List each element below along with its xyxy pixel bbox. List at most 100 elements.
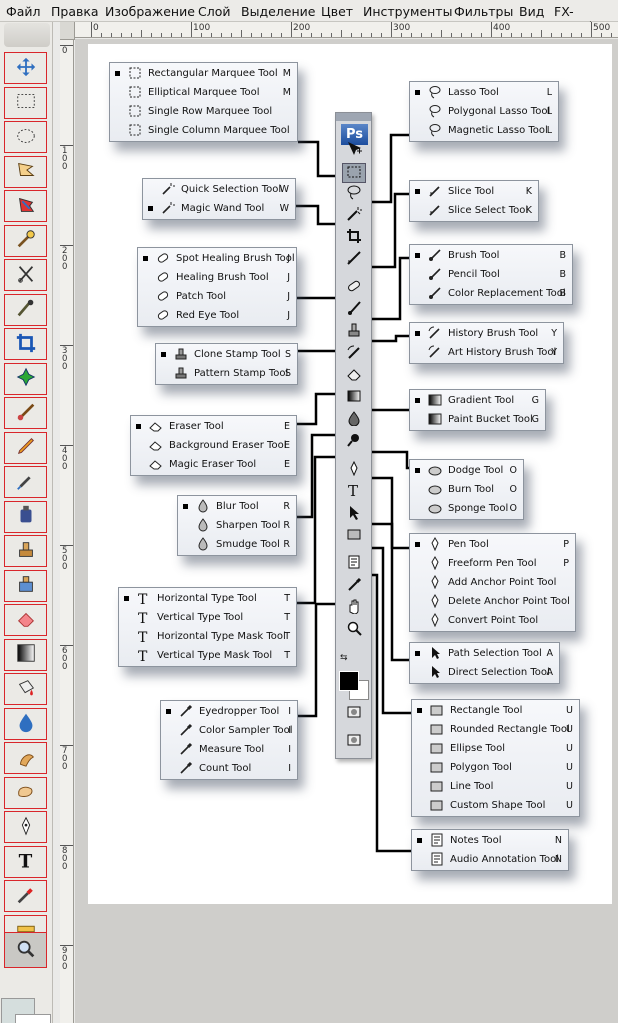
tool-menu-item[interactable]: Delete Anchor Point Tool bbox=[410, 592, 575, 611]
swap-colors-icon[interactable]: ⇆ bbox=[340, 653, 348, 663]
ps-tool-button[interactable] bbox=[342, 227, 366, 247]
ruler-corner[interactable] bbox=[60, 22, 75, 40]
ps-tool-button[interactable]: T bbox=[342, 481, 366, 501]
toolbox-button[interactable] bbox=[4, 121, 47, 153]
ps-tool-button[interactable] bbox=[342, 459, 366, 479]
toolbox-button[interactable] bbox=[4, 535, 47, 567]
toolbox-button[interactable] bbox=[4, 362, 47, 395]
menu-colors[interactable]: Цвет bbox=[321, 4, 354, 19]
ps-tool-button[interactable] bbox=[342, 249, 366, 269]
toolbox-button[interactable] bbox=[4, 293, 47, 326]
toolbox-button[interactable] bbox=[4, 466, 47, 498]
toolbox-button[interactable] bbox=[4, 932, 47, 968]
ps-tool-button[interactable] bbox=[342, 277, 366, 297]
ps-tool-button[interactable] bbox=[342, 365, 366, 385]
menu-select[interactable]: Выделение bbox=[241, 4, 316, 19]
color-swatches[interactable]: ⇆ bbox=[338, 653, 370, 703]
ps-tool-button[interactable] bbox=[342, 619, 366, 639]
menu-layer[interactable]: Слой bbox=[198, 4, 231, 19]
toolbox-button[interactable] bbox=[4, 500, 47, 533]
toolbox-button[interactable] bbox=[4, 569, 47, 602]
toolbox-button[interactable] bbox=[4, 742, 47, 774]
ps-tool-button[interactable] bbox=[342, 205, 366, 225]
tool-menu-item[interactable]: Add Anchor Point Tool bbox=[410, 573, 575, 592]
toolbox-button[interactable] bbox=[4, 52, 47, 84]
toolbox-button[interactable] bbox=[4, 638, 47, 671]
menu-image[interactable]: Изображение bbox=[105, 4, 195, 19]
ps-tool-button[interactable] bbox=[342, 431, 366, 451]
panel-header[interactable] bbox=[336, 113, 371, 121]
ps-tool-button[interactable] bbox=[342, 409, 366, 429]
tool-menu-item[interactable]: Single Row Marquee Tool bbox=[110, 102, 297, 121]
ps-tool-button[interactable] bbox=[342, 525, 366, 545]
toolbox-button[interactable] bbox=[4, 776, 47, 809]
ps-tool-button[interactable] bbox=[342, 597, 366, 617]
toolbox-button[interactable] bbox=[4, 86, 47, 119]
toolbox-button[interactable] bbox=[4, 190, 47, 222]
toolbox-button[interactable] bbox=[4, 259, 47, 291]
tool-menu-item[interactable]: Convert Point Tool bbox=[410, 611, 575, 630]
ps-foreground-color[interactable] bbox=[339, 671, 359, 691]
toolbox-button[interactable] bbox=[4, 811, 47, 843]
ps-tool-button[interactable] bbox=[342, 731, 366, 751]
menu-edit[interactable]: Правка bbox=[51, 4, 99, 19]
ps-tool-button[interactable] bbox=[342, 299, 366, 319]
menu-filters[interactable]: Фильтры bbox=[454, 4, 514, 19]
menu-view[interactable]: Вид bbox=[519, 4, 545, 19]
ps-tool-button[interactable] bbox=[342, 321, 366, 341]
toolbox-button[interactable] bbox=[4, 431, 47, 464]
tool-menu-item[interactable]: Single Column Marquee Tool bbox=[110, 121, 297, 140]
ps-tool-button[interactable] bbox=[342, 183, 366, 203]
fg-bg-colors[interactable] bbox=[0, 992, 53, 1023]
ps-tool-button[interactable] bbox=[342, 703, 366, 723]
toolbox-button[interactable] bbox=[4, 328, 47, 360]
ps-tool-button[interactable] bbox=[342, 387, 366, 407]
menu-tools[interactable]: Инструменты bbox=[363, 4, 453, 19]
ps-tool-button[interactable] bbox=[342, 553, 366, 573]
ps-tool-button[interactable] bbox=[342, 503, 366, 523]
background-color[interactable] bbox=[15, 1014, 51, 1023]
toolbox-button[interactable] bbox=[4, 224, 47, 257]
toolbox-button[interactable] bbox=[4, 604, 47, 636]
toolbox-button[interactable] bbox=[4, 707, 47, 740]
ps-tool-button[interactable] bbox=[342, 139, 366, 159]
toolbox-button[interactable] bbox=[4, 155, 47, 188]
